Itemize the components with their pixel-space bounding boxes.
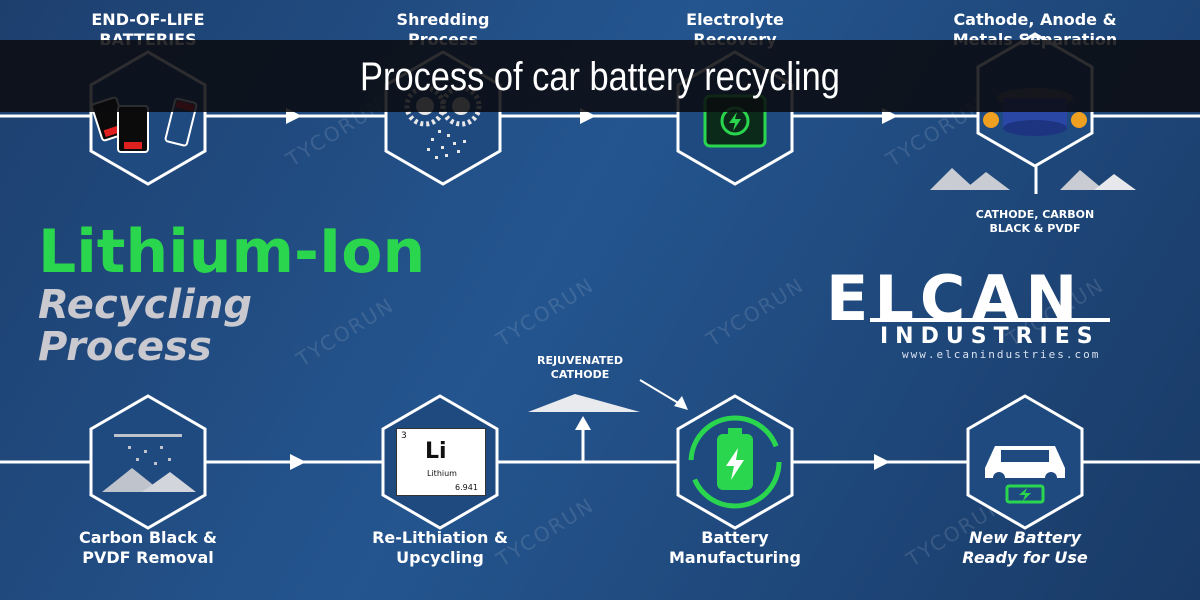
note-line: CATHODE [550,368,610,381]
element-name: Lithium [427,469,457,478]
powder-falling-icon [102,434,196,492]
arrow-right-icon [882,108,898,124]
electric-car-icon [985,446,1065,504]
note-line: BLACK & PVDF [989,222,1081,235]
banner-title: Process of car battery recycling [360,55,840,99]
heading-main: Lithium-Ion [38,217,426,287]
heading-sub-line-2: Process [38,324,212,370]
note-line: CATHODE, CARBON [975,208,1095,221]
step-label-line: Cathode, Anode & [953,10,1117,29]
step-label-line: END-OF-LIFE [91,10,205,29]
powder-piles-icon [930,168,1136,190]
step-label-relithiation: Re-Lithiation & Upcycling [340,528,540,568]
rejuvenated-cathode-label: REJUVENATED CATHODE [520,354,640,382]
arrow-right-icon [290,454,306,470]
arrow-right-icon [874,454,890,470]
element-number: 3 [401,431,407,441]
step-label-line: PVDF Removal [82,548,214,567]
arrow-up-icon [575,416,591,430]
arrow-right-icon [580,108,596,124]
recycle-battery-icon [688,415,782,509]
separation-output-label: CATHODE, CARBON BLACK & PVDF [950,208,1120,236]
hexagon-new-battery [966,394,1084,530]
step-label-line: Battery [701,528,769,547]
arrow-down-right-icon [674,396,688,410]
step-label-line: Manufacturing [669,548,801,567]
element-mass: 6.941 [455,483,478,492]
step-label-manufacturing: Battery Manufacturing [635,528,835,568]
heading-sub-line-1: Recycling [38,282,252,328]
lithium-element-card: 3 Li Lithium 6.941 [396,428,486,496]
cathode-pile-icon [528,394,640,412]
arrow-right-icon [286,108,302,124]
step-label-line: Carbon Black & [79,528,217,547]
step-label-line: Upcycling [396,548,484,567]
step-label-line: Re-Lithiation & [372,528,508,547]
hexagon-manufacturing [676,394,794,530]
title-banner [0,40,1200,112]
step-label-line: Shredding [396,10,490,29]
elcan-logo-subtitle: INDUSTRIES [870,318,1110,352]
step-label-line: Electrolyte [686,10,784,29]
step-label-line: Ready for Use [962,548,1088,567]
element-symbol: Li [425,439,447,464]
elcan-url: www.elcanindustries.com [902,348,1101,361]
hexagon-carbon-black [89,394,207,530]
step-label-new-battery: New Battery Ready for Use [925,528,1125,568]
step-label-line: New Battery [968,528,1082,547]
note-line: REJUVENATED [536,354,624,367]
step-label-carbon-black: Carbon Black & PVDF Removal [48,528,248,568]
